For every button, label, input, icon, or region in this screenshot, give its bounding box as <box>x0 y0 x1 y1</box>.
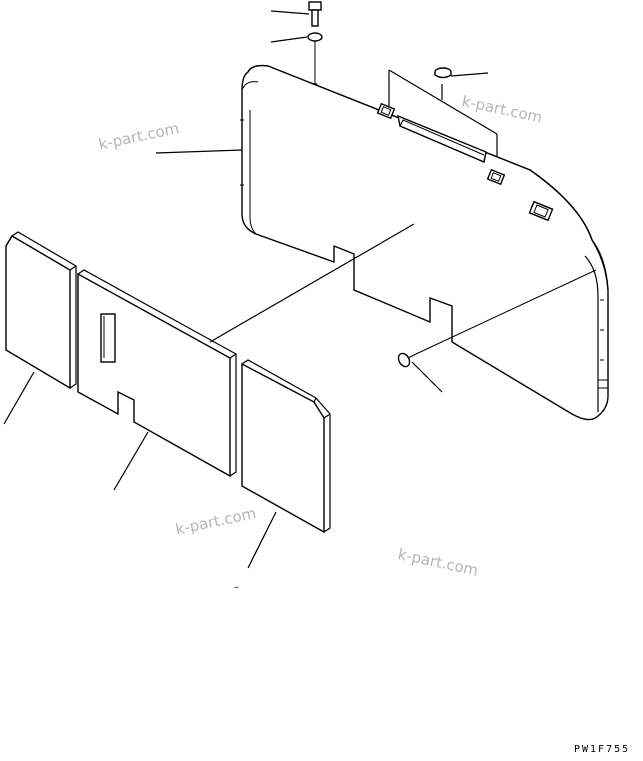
leader-line-pad-middle <box>113 431 149 491</box>
dash-mark: – <box>234 582 239 593</box>
leader-line-bolt <box>270 10 310 15</box>
insulation-pad-left <box>5 231 78 390</box>
clip-axis-line <box>415 269 597 355</box>
leader-line-clip <box>411 361 443 393</box>
square-hole-left <box>376 102 396 120</box>
insulation-pad-middle <box>77 269 238 478</box>
clip-part <box>397 352 417 368</box>
leader-line-washer <box>270 36 308 43</box>
leader-line-cover <box>155 149 243 154</box>
square-hole-far <box>528 200 554 222</box>
leader-line-pad-middle-top <box>209 223 415 343</box>
square-hole-right <box>486 168 506 186</box>
figure-code: PW1F755 <box>574 744 631 755</box>
washer-part <box>307 32 323 42</box>
cover-panel <box>240 64 609 421</box>
leader-line-pad-right <box>247 511 277 569</box>
bolt-part <box>308 1 322 27</box>
insulation-pad-right <box>241 359 331 534</box>
leader-line-cap <box>450 72 489 77</box>
cap-part <box>434 67 452 79</box>
leader-line-pad-left <box>3 371 35 425</box>
